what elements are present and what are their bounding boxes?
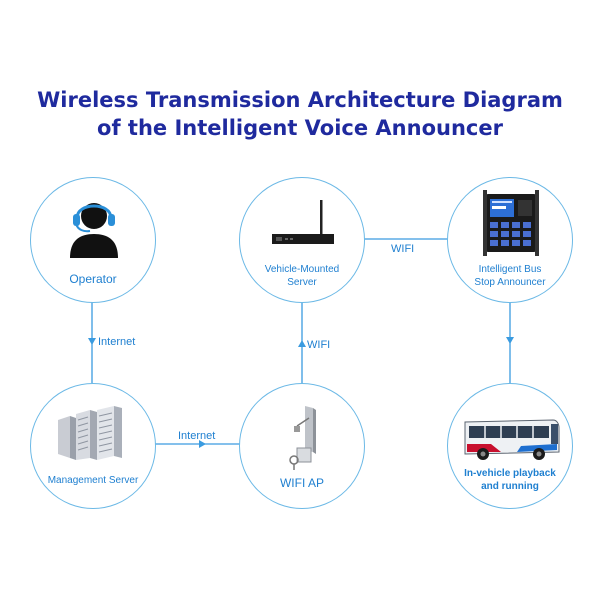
management-server-label: Management Server (47, 475, 139, 486)
arrow-operator-to-management (88, 338, 96, 345)
playback-label-line-1: In-vehicle playback (464, 468, 556, 479)
node-playback: In-vehicle playback and running (447, 383, 573, 509)
vehicle-server-label-line-2: Server (287, 277, 317, 288)
arrow-ap-to-vehicle (298, 340, 306, 347)
announcer-label-line-1: Intelligent Bus (478, 264, 542, 275)
vehicle-server-label-line-1: Vehicle-Mounted (264, 264, 340, 275)
diagram-title-line-1: Wireless Transmission Architecture Diagr… (37, 88, 563, 112)
arrow-management-to-ap (199, 440, 206, 448)
diagram-title-line-2: of the Intelligent Voice Announcer (97, 116, 503, 140)
operator-label: Operator (69, 272, 117, 286)
server-rack-icon (58, 406, 122, 460)
edge-label-operator-internet: Internet (98, 336, 136, 348)
playback-label-line-2: and running (481, 481, 539, 492)
wifi-ap-label: WIFI AP (279, 476, 324, 490)
node-announcer: Intelligent Bus Stop Announcer (447, 177, 573, 303)
node-vehicle-server: Vehicle-Mounted Server (239, 177, 365, 303)
node-management-server: Management Server (30, 383, 156, 509)
announcer-device-icon (483, 190, 539, 256)
edge-label-vehicle-wifi: WIFI (391, 243, 415, 255)
edge-label-management-internet: Internet (178, 430, 216, 442)
wifi-ap-antenna-icon (289, 406, 316, 470)
operator-headset-icon (70, 203, 118, 258)
node-operator: Operator (30, 177, 156, 303)
bus-icon (464, 419, 560, 460)
edge-label-ap-wifi: WIFI (307, 339, 331, 351)
announcer-label-line-2: Stop Announcer (474, 277, 546, 288)
arrow-announcer-to-playback (506, 337, 514, 344)
router-antenna-icon (272, 200, 334, 244)
node-wifi-ap: WIFI AP (239, 383, 365, 509)
